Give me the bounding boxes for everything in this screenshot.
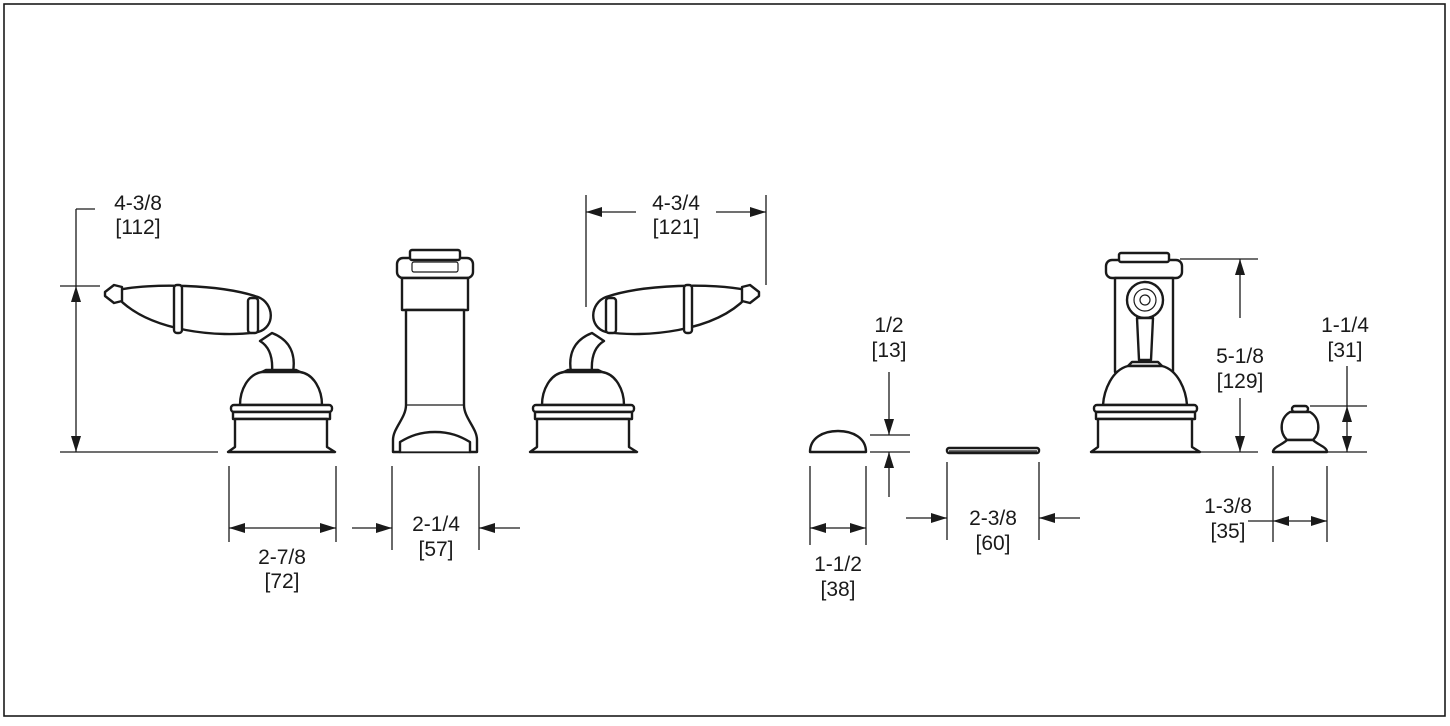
spout-illustration [391,248,479,454]
knob-base-inch: 1-3/8 [1204,495,1252,518]
dimension-labels: 4-3/8 [112] 2-7/8 [72] 2-1/4 [57] 4-3/4 … [114,192,1369,601]
right-handle-reach-mm: [121] [653,216,700,239]
spout-base-mm: [57] [418,538,453,561]
plate-width-inch: 2-3/8 [969,507,1017,530]
cap-height-mm: [13] [871,339,906,362]
right-handle-illustration [528,283,761,454]
knob-base-mm: [35] [1210,520,1245,543]
cap-width-inch: 1-1/2 [814,553,862,576]
dimension-lines [60,195,1367,550]
left-handle-base-mm: [72] [264,570,299,593]
knob-height-inch: 1-1/4 [1321,314,1369,337]
plate-width-mm: [60] [975,532,1010,555]
diverter-illustration [1089,251,1202,454]
knob-height-mm: [31] [1327,339,1362,362]
left-handle-base-inch: 2-7/8 [258,546,306,569]
knob-illustration [1271,404,1329,454]
drawing-frame [3,3,1446,717]
cap-width-mm: [38] [820,578,855,601]
diverter-height-inch: 5-1/8 [1216,345,1264,368]
right-handle-reach-inch: 4-3/4 [652,192,700,215]
spout-base-inch: 2-1/4 [412,513,460,536]
left-handle-height-mm: [112] [115,216,160,239]
diverter-height-mm: [129] [1217,370,1264,393]
plate-illustration [945,446,1041,455]
cap-illustration [808,429,868,454]
left-handle-height-inch: 4-3/8 [114,192,162,215]
cap-height-inch: 1/2 [874,314,903,337]
left-handle-illustration [103,283,337,454]
